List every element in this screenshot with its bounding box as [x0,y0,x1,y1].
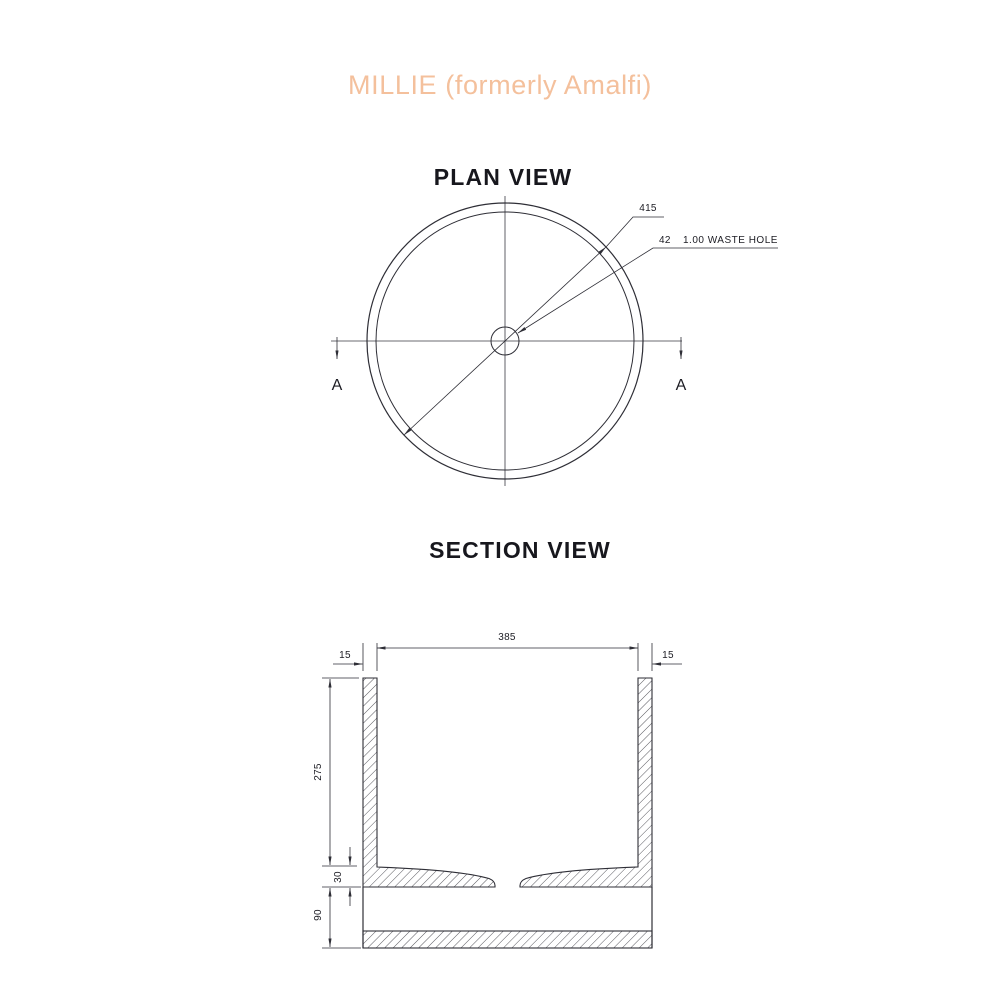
wall-thickness-left-label: 15 [339,650,351,661]
plan-view-drawing: 415 42 1.00 WASTE HOLE A A [331,196,778,486]
outer-diameter-leader [605,216,664,248]
plan-view-heading: PLAN VIEW [433,164,573,190]
floor-thickness-label: 30 [333,871,344,883]
wall-section-left [362,677,496,888]
section-view-drawing: 385 15 15 275 30 90 [313,632,682,949]
waste-hole-label: 1.00 WASTE HOLE [683,235,778,246]
wall-section-right [519,677,653,888]
wall-thickness-right-label: 15 [662,650,674,661]
section-marker-right: A [676,337,687,394]
base-section-band [362,930,653,949]
page-title: MILLIE (formerly Amalfi) [348,70,652,100]
basin-outer-circle [366,202,644,480]
section-marker-left: A [332,337,343,394]
waste-hole-number-label: 42 [659,235,671,246]
waste-hole-leader [517,247,778,334]
inner-depth-label: 275 [313,763,324,781]
base-height-label: 90 [313,909,324,921]
section-view-heading: SECTION VIEW [429,537,611,563]
outer-diameter-dimension-line [403,246,607,436]
basin-inner-circle [375,211,635,471]
section-marker-left-label: A [332,377,343,394]
inner-width-label: 385 [498,632,516,643]
outer-diameter-label: 415 [639,203,657,214]
section-marker-right-label: A [676,377,687,394]
